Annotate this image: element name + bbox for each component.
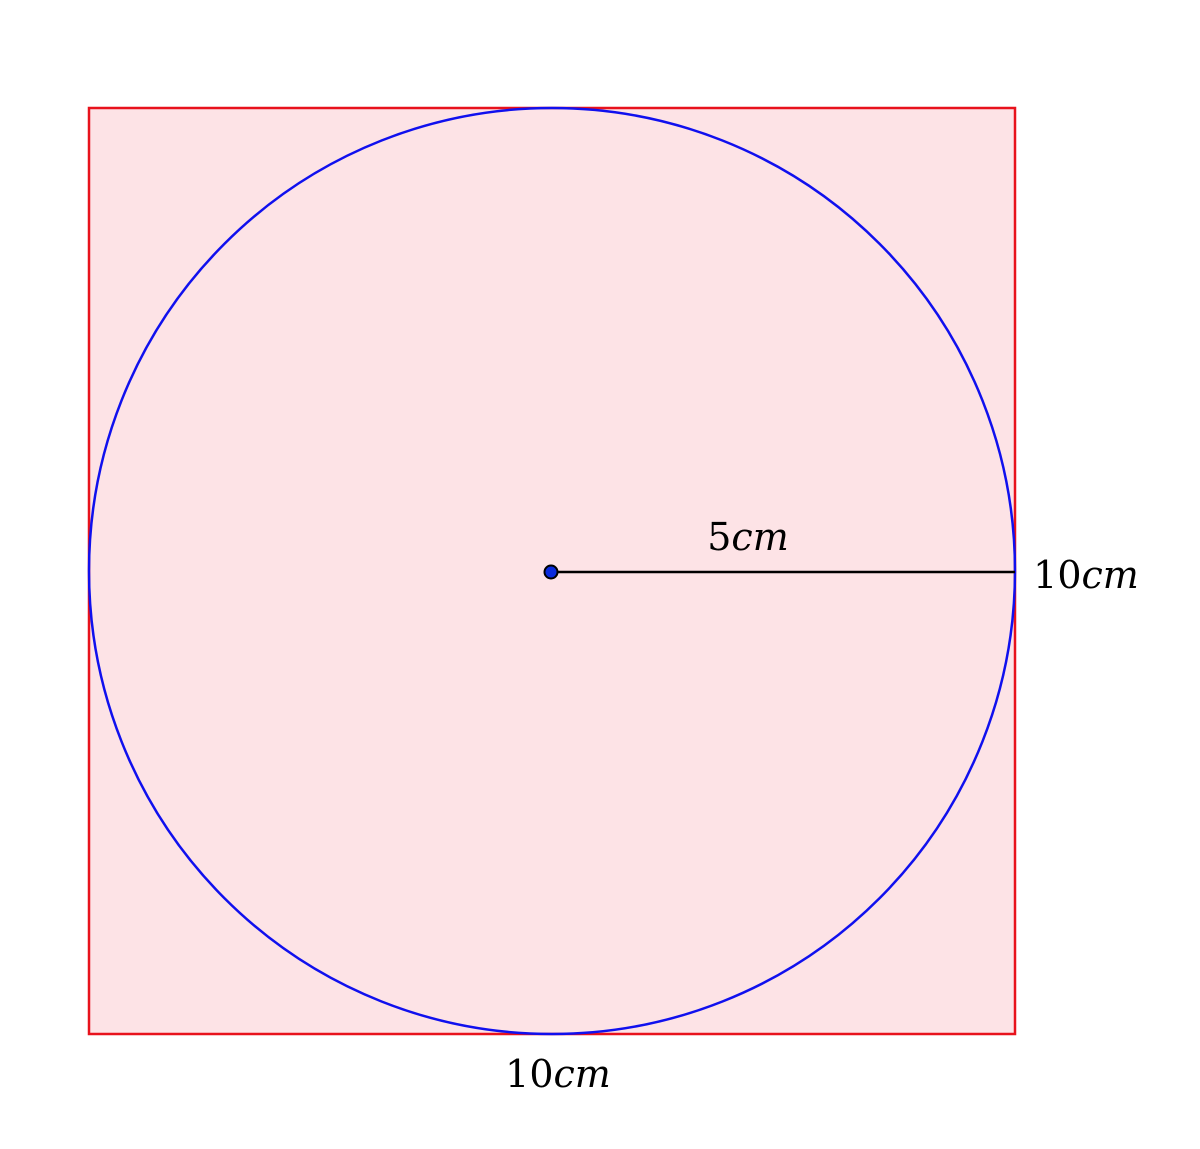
side-length-label-bottom: 10cm [505, 1052, 611, 1096]
side-right-number: 10 [1033, 553, 1081, 597]
radius-label-number: 5 [707, 515, 731, 559]
radius-label: 5cm [707, 515, 789, 559]
side-right-unit: cm [1082, 553, 1139, 597]
side-bottom-unit: cm [554, 1052, 611, 1096]
radius-label-unit: cm [731, 515, 788, 559]
side-bottom-number: 10 [505, 1052, 553, 1096]
center-point [543, 564, 559, 580]
side-length-label-right: 10cm [1033, 553, 1139, 597]
